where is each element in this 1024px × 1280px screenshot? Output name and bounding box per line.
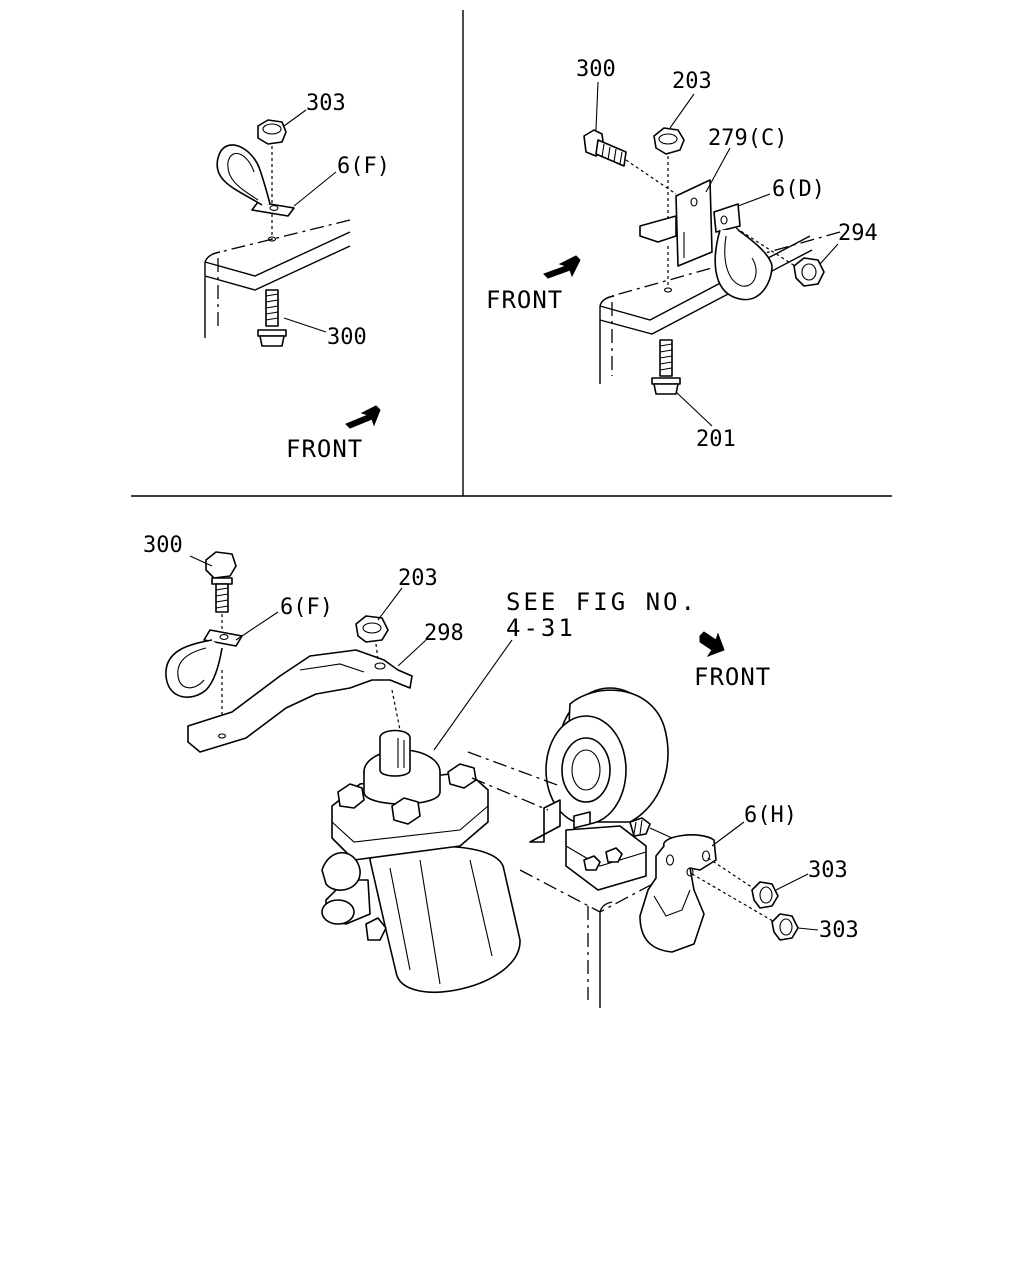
hex-nut-icon	[751, 881, 779, 909]
label-279c: 279(C)	[708, 126, 787, 151]
flange-bolt-icon	[651, 339, 681, 395]
label-300: 300	[576, 57, 616, 82]
label-6f: 6(F)	[337, 154, 390, 179]
front-arrow-icon	[345, 405, 381, 429]
bracket-icon	[639, 179, 713, 267]
frame-rail	[204, 219, 351, 338]
panel-top-right: 300 203 279(C) 6(D) 294 201 FRONT	[486, 57, 878, 452]
steering-gear-box-icon	[321, 729, 521, 993]
label-294: 294	[838, 221, 878, 246]
hex-nut-icon	[653, 127, 685, 155]
bearing-support-icon	[529, 687, 669, 891]
p-clip-icon	[713, 203, 773, 301]
front-label: FRONT	[286, 435, 363, 463]
label-6h: 6(H)	[744, 803, 797, 828]
label-303-upper: 303	[808, 858, 848, 883]
see-fig-number: 4-31	[506, 614, 576, 642]
flange-bolt-icon	[583, 129, 627, 167]
label-303-lower: 303	[819, 918, 859, 943]
panel-dividers	[131, 10, 892, 497]
panel-top-left: 303 6(F) 300 FRONT	[204, 91, 390, 463]
panel-bottom: 300 6(F) 203 298 SEE FIG NO. 4-31 6(H) 3…	[143, 533, 859, 1008]
label-300: 300	[143, 533, 183, 558]
label-203: 203	[672, 69, 712, 94]
front-arrow-icon	[543, 255, 581, 279]
hex-nut-icon	[771, 913, 799, 941]
hex-nut-icon	[793, 257, 825, 287]
p-clip-icon	[165, 629, 243, 698]
p-clip-icon	[216, 144, 295, 217]
front-arrow-icon	[699, 631, 725, 658]
hex-nut-icon	[257, 119, 287, 145]
label-201: 201	[696, 427, 736, 452]
label-298: 298	[424, 621, 464, 646]
label-6d: 6(D)	[772, 177, 825, 202]
label-6f: 6(F)	[280, 595, 333, 620]
p-clip-icon	[629, 817, 717, 953]
bracket-icon	[187, 649, 413, 753]
flange-bolt-icon	[257, 289, 287, 347]
front-label: FRONT	[694, 663, 771, 691]
front-label: FRONT	[486, 286, 563, 314]
hex-nut-icon	[355, 615, 389, 643]
flange-bolt-icon	[205, 551, 237, 613]
label-300: 300	[327, 325, 367, 350]
label-203: 203	[398, 566, 438, 591]
label-303: 303	[306, 91, 346, 116]
see-fig-reference: SEE FIG NO.	[506, 588, 698, 616]
